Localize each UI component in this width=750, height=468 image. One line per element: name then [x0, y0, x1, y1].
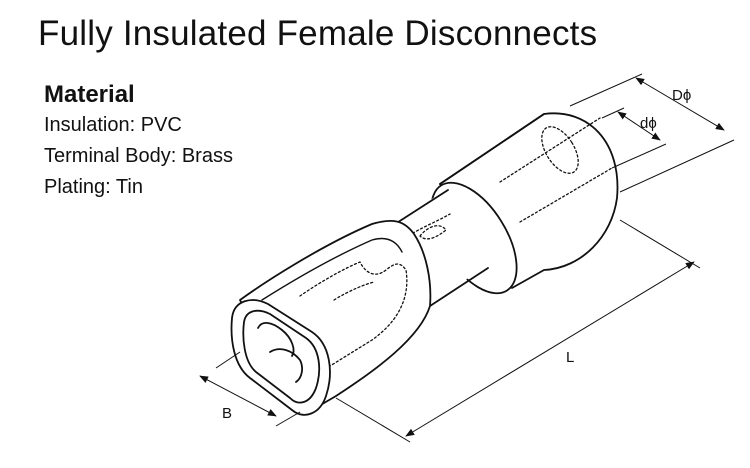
material-specs: Material Insulation: PVC Terminal Body: …: [44, 80, 233, 203]
page-title: Fully Insulated Female Disconnects: [38, 14, 598, 53]
material-heading: Material: [44, 81, 135, 108]
outer-diameter-label: Dϕ: [672, 87, 691, 104]
width-dimension: [199, 351, 301, 427]
inner-diameter-dimension: [601, 107, 667, 169]
inner-diameter-label: dϕ: [640, 115, 657, 132]
length-label: L: [566, 349, 574, 366]
plating-spec: Plating: Tin: [44, 176, 143, 198]
insulation-spec: Insulation: PVC: [44, 114, 182, 136]
receptacle-mouth: [230, 299, 331, 416]
width-label: B: [222, 405, 232, 422]
terminal-body-spec: Terminal Body: Brass: [44, 145, 233, 167]
length-dimension: [335, 219, 701, 443]
outer-diameter-dimension: [569, 73, 735, 193]
